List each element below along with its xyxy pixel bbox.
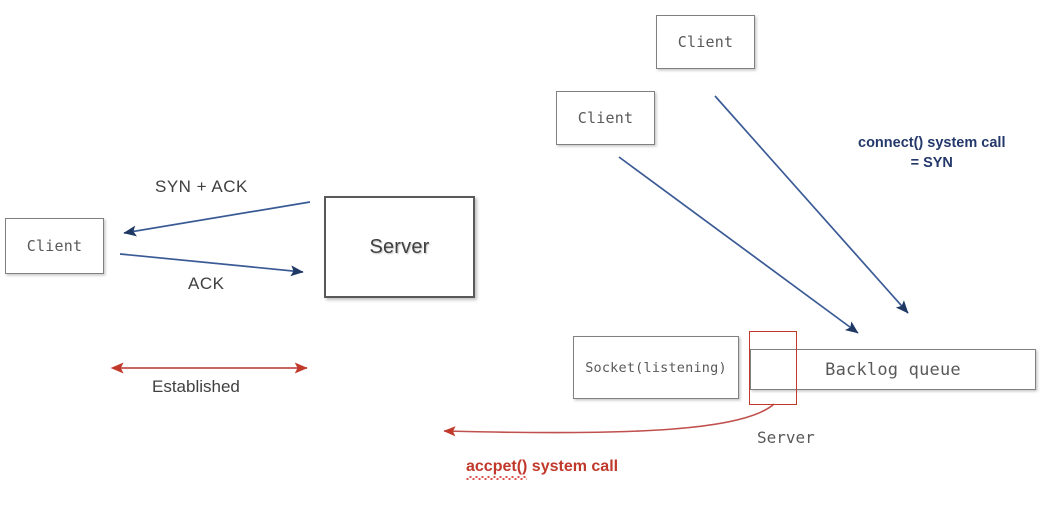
server-group-label: Server: [757, 428, 815, 447]
red-highlight-rect: [749, 331, 797, 405]
client-box-middle[interactable]: Client: [556, 91, 655, 145]
socket-listening-box[interactable]: Socket(listening): [573, 336, 739, 399]
syn-ack-label: SYN + ACK: [155, 177, 248, 196]
syn-ack-arrow: [123, 201, 311, 237]
connect-note-line1: connect() system call: [858, 135, 1006, 151]
accept-misspelled-word: accpet(): [466, 458, 528, 480]
ack-label: ACK: [188, 274, 225, 293]
connect-system-call-note: connect() system call = SYN: [858, 134, 1005, 173]
socket-listening-label: Socket(listening): [585, 359, 727, 376]
server-box[interactable]: Server: [324, 196, 475, 298]
connect-note-line2: = SYN: [910, 154, 953, 171]
accept-arrow: [443, 403, 775, 437]
server-box-label: Server: [369, 235, 430, 258]
client-box-top[interactable]: Client: [656, 15, 755, 69]
client-box-left-label: Client: [26, 237, 83, 255]
backlog-queue-label: Backlog queue: [825, 359, 961, 380]
client-box-top-label: Client: [677, 33, 734, 51]
backlog-queue-box[interactable]: Backlog queue: [750, 349, 1036, 390]
ack-arrow: [119, 253, 304, 277]
established-label: Established: [152, 377, 240, 396]
accept-system-call-note: accpet() system call: [466, 458, 619, 480]
connect-arrow-client-top: [714, 95, 909, 314]
accept-note-rest: system call: [527, 458, 619, 475]
client-box-left[interactable]: Client: [5, 218, 104, 274]
client-box-middle-label: Client: [577, 109, 634, 127]
connect-arrow-client-mid: [618, 156, 859, 334]
